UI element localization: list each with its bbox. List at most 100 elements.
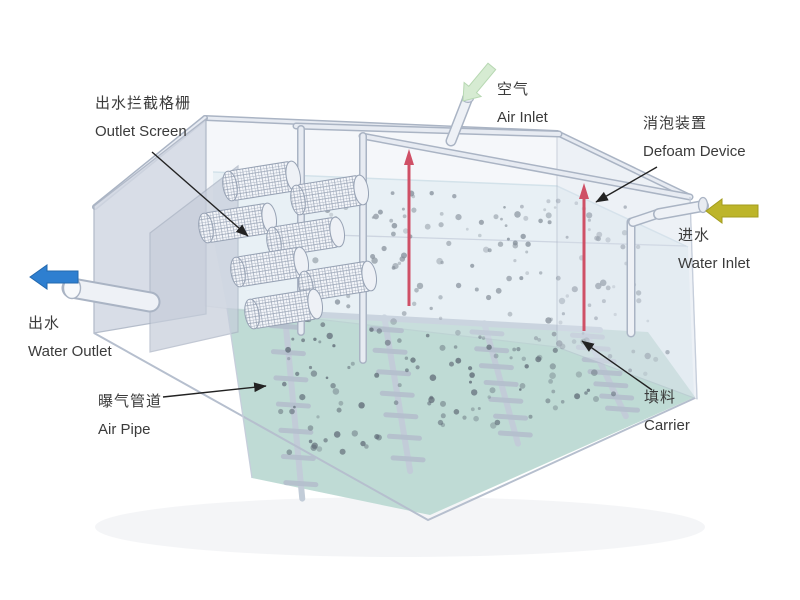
frame-right-rim-hl [555,131,692,199]
screen-end-cap [307,288,324,320]
carrier-dot [478,335,482,339]
diffuser-stub [390,455,426,463]
carrier-dot [312,257,319,264]
carrier-dot [478,233,482,238]
carrier-dot [428,396,435,403]
diffuser-stub [483,379,519,387]
carrier-dot [473,415,479,422]
carrier-dot [391,266,396,270]
air-header-pipe [265,309,603,333]
carrier-dot [316,415,320,419]
carrier-dot [295,371,300,376]
carrier-dot [376,328,382,334]
pointer-air-pipe [162,382,267,398]
label-zh: 填料 [644,389,677,406]
carrier-dot [586,388,591,392]
carrier-dot [438,295,443,300]
outlet-pipe-hl [63,279,159,311]
carrier-dot [549,372,556,380]
carrier-dot [469,380,472,384]
carrier-dot [487,395,491,399]
carrier-dot [539,271,543,275]
carrier-dot [452,194,457,199]
carrier-dot [560,400,565,404]
carrier-dot [494,419,501,426]
carrier-dot [449,361,454,367]
carrier-dot [391,222,398,229]
carrier-dot [549,363,556,370]
inlet-flange [697,196,709,214]
carrier-dot [375,434,382,441]
label-zh: 曝气管道 [98,393,163,410]
carrier-dot [358,402,365,409]
carrier-dot [493,353,499,359]
carrier-dot [403,228,409,234]
outlet-screen-cylinder [266,216,346,258]
label-en: Defoam Device [643,143,746,160]
carrier-dot [470,263,475,268]
diffuser-stub [383,412,419,420]
carrier-dot [360,440,366,447]
label-carrier: 填料 Carrier [644,386,690,434]
carrier-dot [325,376,329,380]
carrier-dot [495,287,502,294]
carrier-dot [553,206,557,209]
carrier-dot [405,368,409,373]
carrier-dot [591,369,598,377]
diffuser-stub [469,329,505,337]
carrier-dot [282,381,287,387]
carrier-dot [401,207,405,211]
outlet-screen-cylinders [198,160,378,330]
outlet-screen-cylinder [198,202,278,244]
carrier-dot [313,337,317,341]
carrier-dot [468,366,473,371]
carrier-dot [347,365,351,370]
diffuser-stub [493,413,529,421]
carrier-dot [330,383,336,389]
label-air-pipe: 曝气管道 Air Pipe [98,390,162,438]
label-en: Carrier [644,417,690,434]
diffuser-stub [379,390,415,398]
screen-end-cap [353,174,370,206]
carrier-dot [390,318,397,325]
carrier-dot [329,212,334,217]
carrier-dot [334,299,341,305]
carrier-dot [291,337,295,341]
outlet-screen-cylinder [290,174,370,216]
carrier-dot [318,340,322,344]
diffuser-stub [368,326,404,334]
label-en: Air Pipe [98,421,151,438]
water-outlet-arrow-icon [29,264,79,290]
diffuser-stub [488,396,524,404]
carrier-dot [528,414,533,419]
carrier-dot [524,364,529,369]
label-zh: 消泡装置 [643,115,708,132]
water-inlet-arrow-icon [705,198,759,224]
carrier-dot [584,391,588,395]
carrier-dot [412,301,417,306]
air-inlet-arrow-icon [462,62,497,102]
defoam-devices [404,149,589,331]
carrier-dot [512,242,519,249]
carrier-dot [519,276,524,281]
carrier-dot [497,241,504,247]
carrier-dot [478,219,484,225]
pointer-defoam-device [595,166,658,203]
carrier-dot [455,357,462,364]
carrier-dot [440,413,446,419]
carrier-dot [278,408,284,415]
tank-bottom-edge [93,332,696,522]
carrier-dot [490,422,497,429]
carrier-dot [350,361,355,366]
carrier-dot [551,331,557,337]
screen-end-cap [230,256,246,288]
carrier-dot [338,400,344,406]
carrier-dot [436,257,443,265]
screen-end-cap [290,184,306,216]
diffuser-stub [273,375,309,383]
screen-end-cap [329,216,346,248]
outlet-screen-cylinder [230,246,310,288]
carrier-dot [424,223,431,230]
